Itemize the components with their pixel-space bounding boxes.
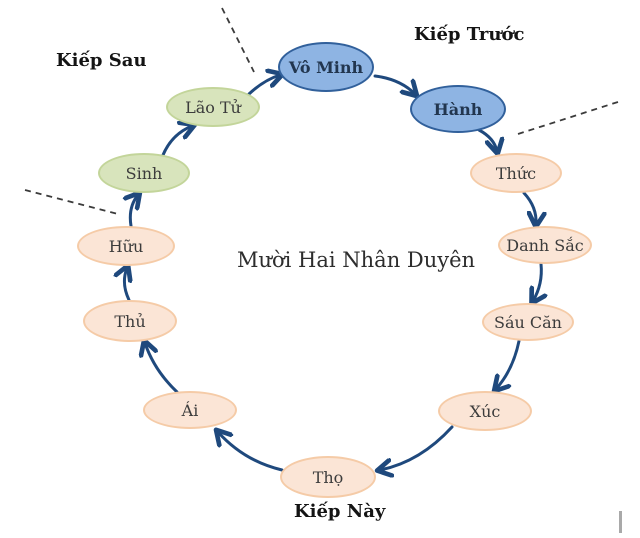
divider-dashed-left bbox=[24, 189, 119, 215]
label-kiep-sau: Kiếp Sau bbox=[56, 50, 147, 71]
node-danh-sac: Danh Sắc bbox=[498, 226, 592, 264]
arrow-thu-to-huu bbox=[124, 268, 129, 302]
arrow-tho-to-ai bbox=[218, 432, 284, 472]
node-lao-tu: Lão Tử bbox=[166, 87, 260, 127]
node-vo-minh: Vô Minh bbox=[278, 42, 374, 92]
node-thuc: Thức bbox=[470, 153, 562, 193]
node-huu: Hữu bbox=[77, 226, 175, 266]
node-sau-can: Sáu Căn bbox=[482, 303, 574, 341]
node-xuc: Xúc bbox=[438, 391, 532, 431]
label-kiep-truoc: Kiếp Trước bbox=[414, 24, 525, 45]
node-hanh: Hành bbox=[410, 85, 506, 133]
arrow-huu-to-sinh bbox=[130, 195, 138, 228]
arrow-sinh-to-lao-tu bbox=[161, 126, 192, 157]
arrow-thuc-to-danh-sac bbox=[522, 191, 536, 224]
arrow-vo-minh-to-hanh bbox=[373, 74, 415, 94]
label-kiep-nay: Kiếp Này bbox=[294, 501, 386, 522]
arrow-lao-tu-to-vo-minh bbox=[247, 75, 280, 96]
diagram-title: Mười Hai Nhân Duyên bbox=[237, 248, 476, 272]
arrow-sau-can-to-xuc bbox=[496, 339, 521, 389]
arrow-xuc-to-tho bbox=[380, 425, 454, 470]
node-thu: Thủ bbox=[83, 300, 177, 342]
node-ai: Ái bbox=[143, 391, 237, 429]
arrow-hanh-to-thuc bbox=[477, 128, 497, 151]
node-sinh: Sinh bbox=[98, 153, 190, 193]
text-caret-mark bbox=[619, 511, 622, 533]
arrow-ai-to-thu bbox=[145, 343, 179, 394]
node-tho: Thọ bbox=[280, 456, 376, 498]
arrow-danh-sac-to-sau-can bbox=[533, 262, 541, 301]
divider-dashed-right bbox=[517, 100, 622, 135]
divider-dashed-top bbox=[221, 7, 255, 73]
